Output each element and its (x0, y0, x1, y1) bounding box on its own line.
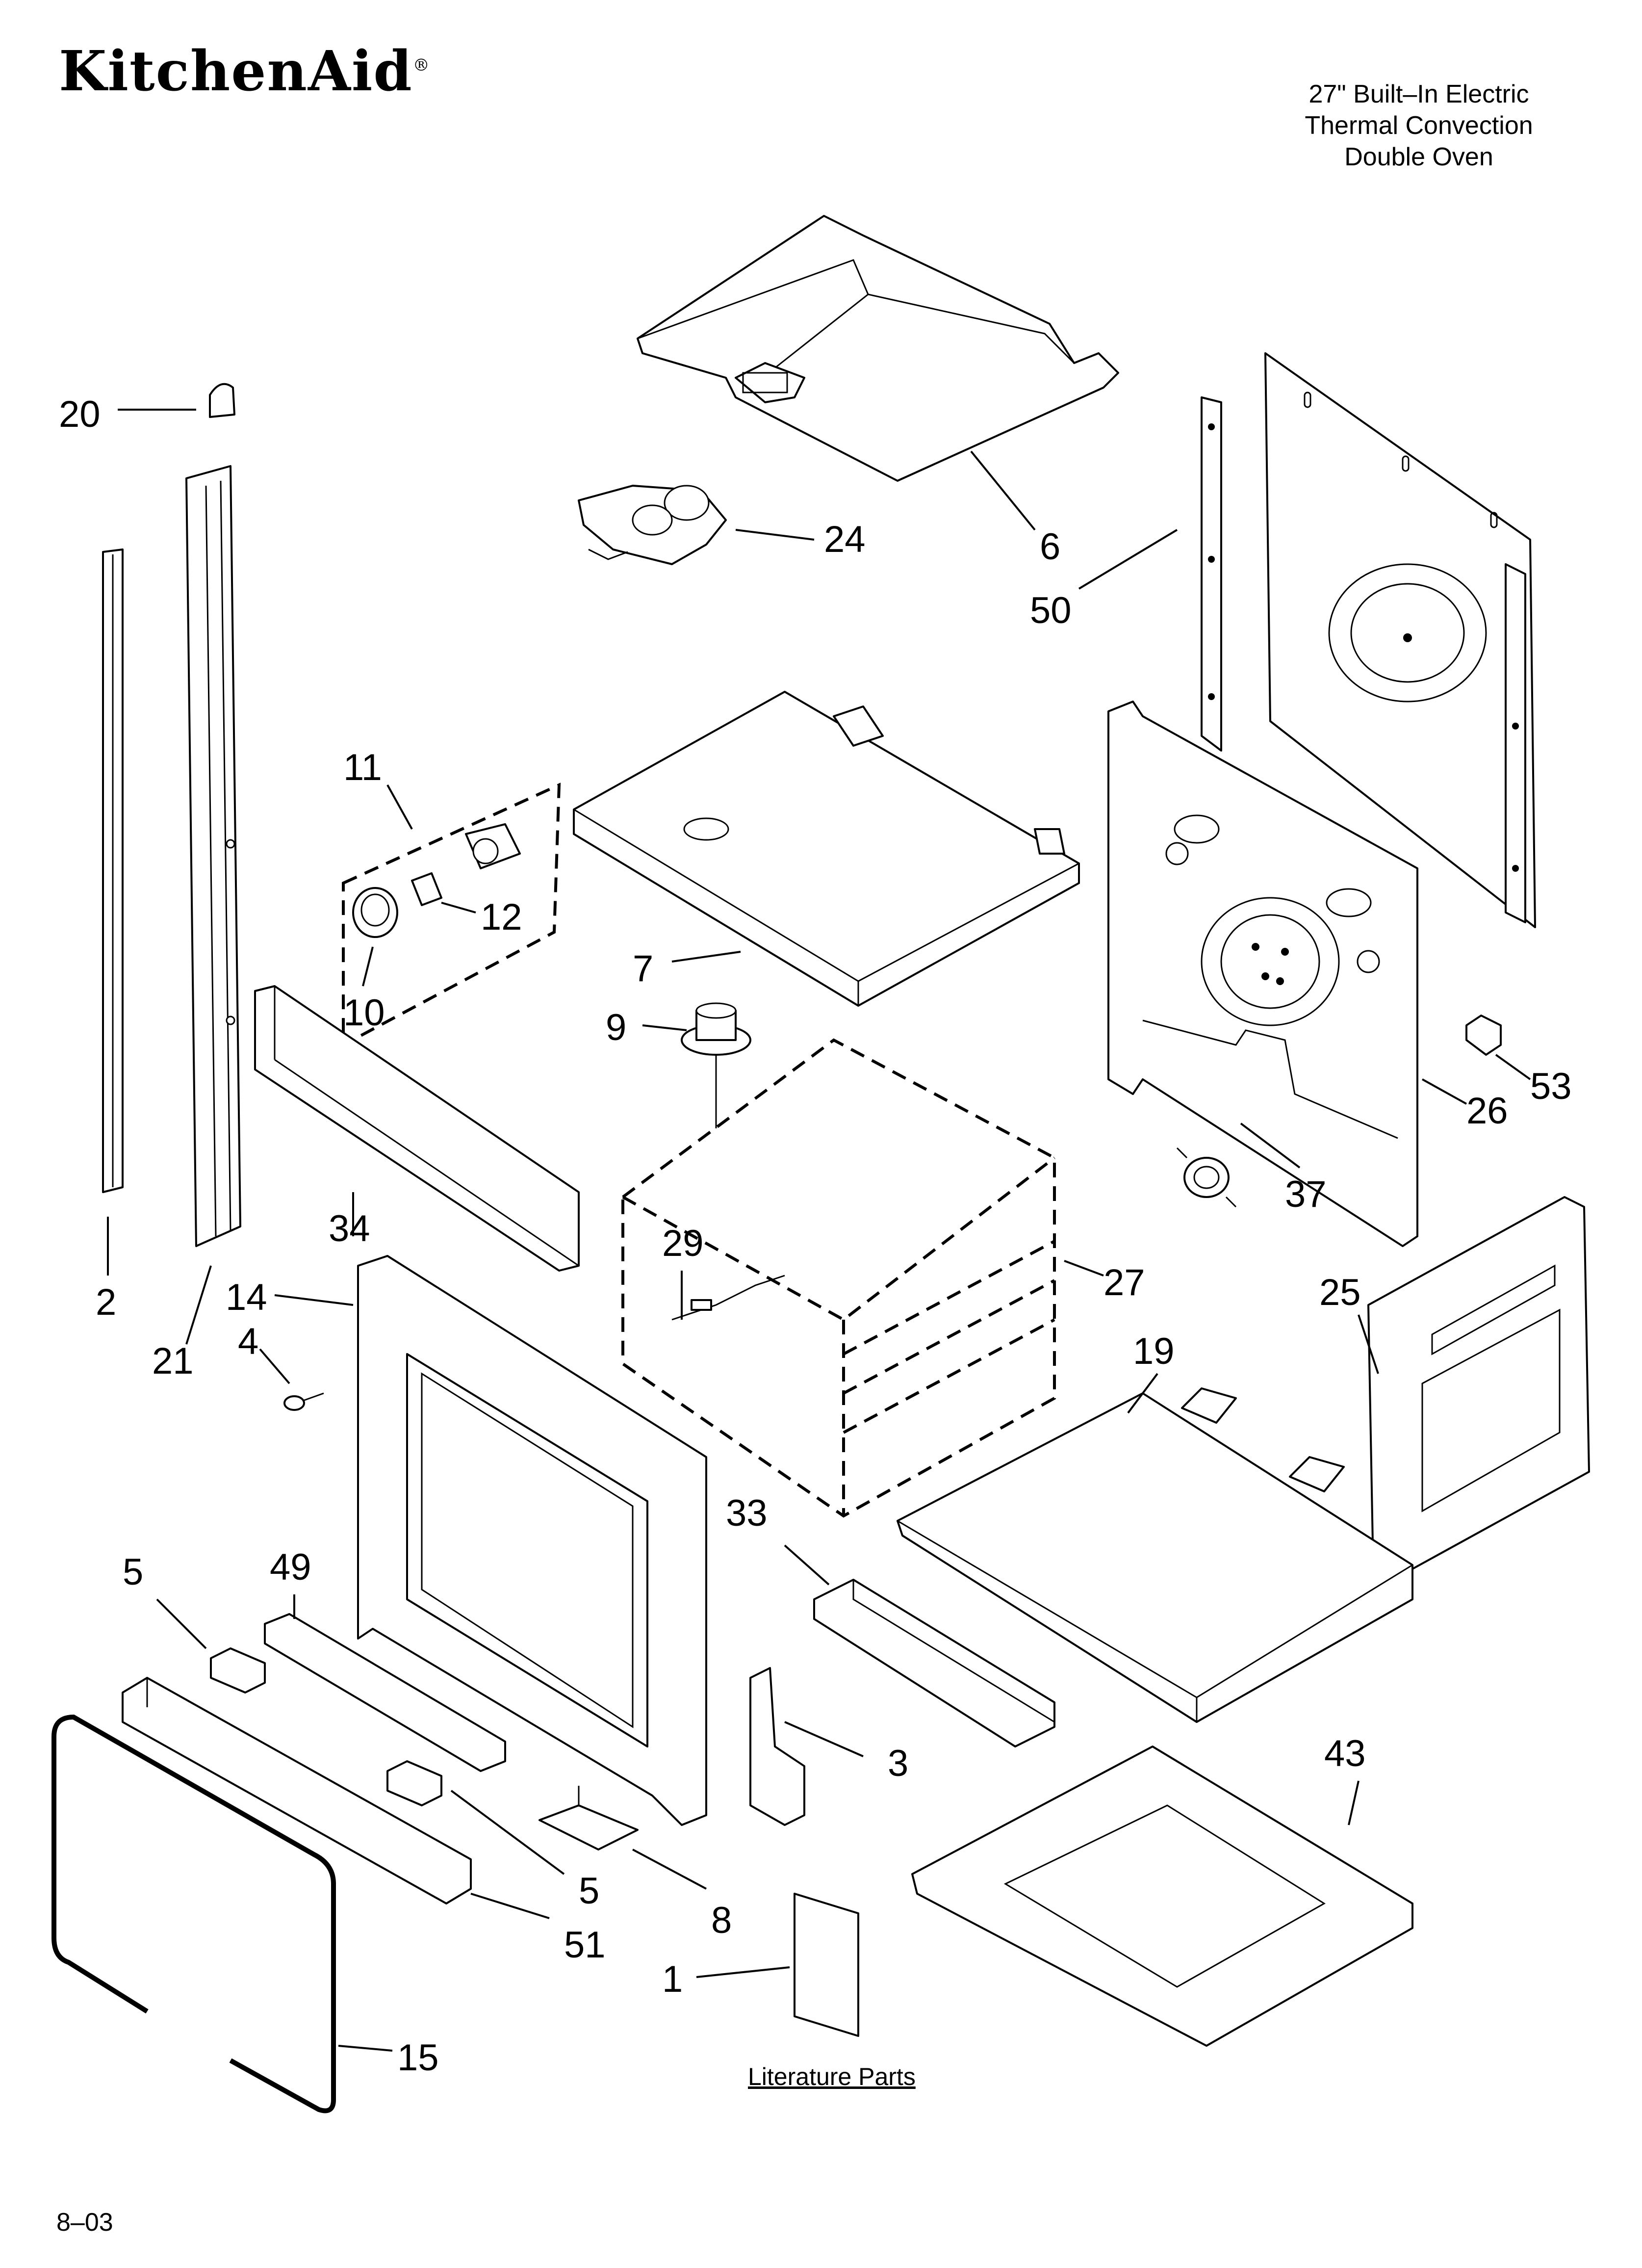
callout-50: 50 (1030, 590, 1072, 631)
part-3-bracket (749, 1667, 805, 1826)
callout-11: 11 (343, 747, 382, 788)
part-25-side-panel (1367, 1196, 1590, 1581)
part-6-top-cover (637, 215, 1119, 482)
callout-14: 14 (226, 1277, 267, 1318)
callout-33: 33 (726, 1492, 768, 1534)
callout-3: 3 (888, 1743, 908, 1784)
callout-9: 9 (606, 1007, 626, 1048)
callout-24: 24 (824, 519, 866, 560)
callout-6: 6 (1040, 526, 1060, 568)
part-27-oven-cavity (621, 1038, 1056, 1518)
part-51-vent-trim (122, 1677, 472, 1904)
callout-7: 7 (633, 948, 653, 990)
brand-logo: KitchenAid® (59, 44, 431, 99)
part-15-gasket (51, 1714, 336, 2113)
part-7-oven-top (573, 691, 1080, 1007)
model-line-3: Double Oven (1344, 143, 1493, 171)
part-21-side-panel (185, 465, 241, 1247)
part-37-thermal-switch (1176, 1147, 1237, 1208)
callout-labels: 20 24 6 50 11 12 10 7 9 53 26 37 34 29 2… (59, 393, 1572, 2090)
part-34-vent-grille (254, 985, 580, 1272)
part-11-switch-group (342, 782, 561, 1048)
callout-4: 4 (238, 1321, 258, 1362)
part-24-motor-bracket (578, 485, 727, 565)
callout-10: 10 (343, 992, 385, 1034)
date-code: 8–03 (56, 2208, 113, 2237)
callout-15: 15 (397, 2037, 439, 2079)
callout-27: 27 (1103, 1262, 1145, 1303)
part-50-rear-panel (1201, 352, 1536, 928)
registered-mark: ® (412, 55, 431, 75)
part-5-block-upper (210, 1647, 266, 1694)
part-29-element (671, 1275, 785, 1321)
callout-5-upper: 5 (123, 1551, 143, 1593)
callout-5-lower: 5 (579, 1870, 599, 1912)
part-33-channel (813, 1579, 1055, 1747)
part-14-front-frame (357, 1255, 707, 1826)
part-2-side-trim (102, 548, 124, 1193)
part-49-trim-bar (264, 1613, 506, 1772)
part-26-convection-housing (1107, 701, 1418, 1247)
model-line-1: 27" Built–In Electric (1308, 80, 1529, 108)
model-description: 27" Built–In Electric Thermal Convection… (1247, 78, 1591, 173)
part-53-clip (1465, 1015, 1502, 1056)
callout-2: 2 (96, 1281, 116, 1323)
part-4-screw (283, 1392, 324, 1411)
callout-51: 51 (564, 1924, 606, 1966)
callout-29: 29 (662, 1223, 704, 1264)
callout-43: 43 (1324, 1733, 1366, 1774)
callout-26: 26 (1466, 1090, 1508, 1132)
callout-34: 34 (329, 1208, 370, 1250)
part-43-bottom-tray (911, 1746, 1413, 2047)
callout-1: 1 (662, 1958, 683, 2000)
brand-name: KitchenAid (59, 39, 413, 104)
callout-53: 53 (1530, 1066, 1572, 1107)
callout-20: 20 (59, 393, 101, 435)
part-19-bottom-panel (897, 1387, 1413, 1723)
callout-25: 25 (1319, 1272, 1361, 1313)
callout-21: 21 (152, 1340, 194, 1382)
callout-49: 49 (270, 1546, 311, 1588)
model-line-2: Thermal Convection (1305, 111, 1533, 140)
leader-lines (107, 409, 1531, 2052)
callout-19: 19 (1133, 1330, 1175, 1372)
part-5-block-lower (386, 1760, 442, 1806)
callout-8: 8 (711, 1900, 732, 1941)
part-9-sensor (681, 1002, 751, 1128)
part-8-small-bracket (539, 1786, 639, 1851)
part-1-literature (794, 1893, 859, 2037)
literature-parts-label: Literature Parts (748, 2063, 916, 2090)
part-20-cap (209, 383, 235, 418)
callout-37: 37 (1285, 1173, 1327, 1215)
callout-12: 12 (481, 896, 522, 938)
